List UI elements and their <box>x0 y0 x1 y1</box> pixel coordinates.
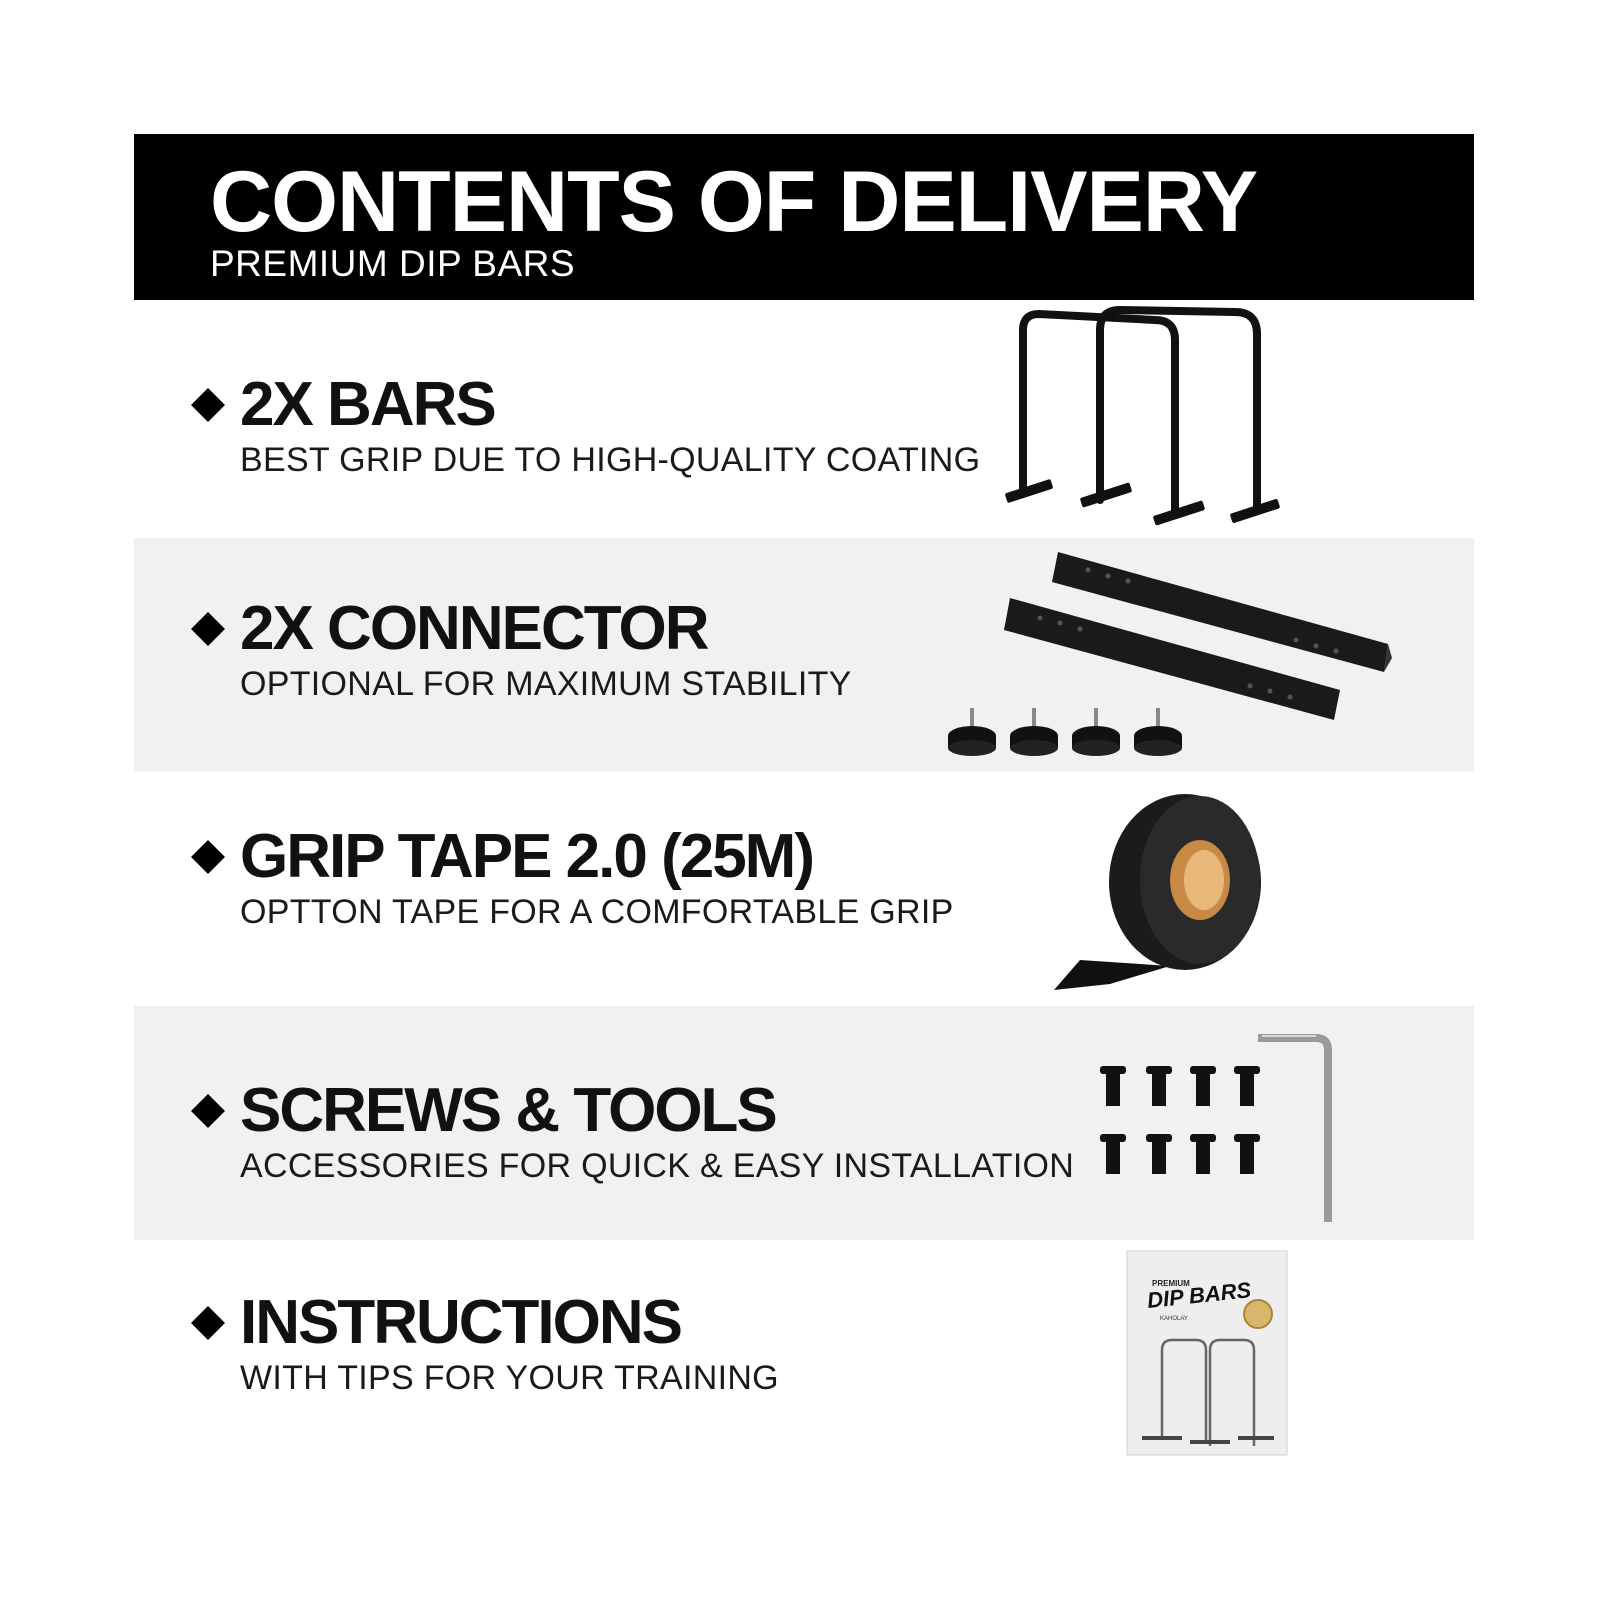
item-description: BEST GRIP DUE TO HIGH-QUALITY COATING <box>240 441 981 479</box>
diamond-bullet-icon <box>191 612 225 646</box>
instruction-manual-icon: PREMIUM DIP BARS KAHOLAY <box>1126 1250 1288 1456</box>
item-description: OPTIONAL FOR MAXIMUM STABILITY <box>240 665 852 703</box>
diamond-bullet-icon <box>191 840 225 874</box>
item-description: WITH TIPS FOR YOUR TRAINING <box>240 1359 779 1397</box>
item-row-instructions: INSTRUCTIONS WITH TIPS FOR YOUR TRAINING <box>134 1240 1474 1470</box>
header-banner: CONTENTS OF DELIVERY PREMIUM DIP BARS <box>134 134 1474 300</box>
manual-brand-label: KAHOLAY <box>1160 1316 1188 1322</box>
item-title: 2X CONNECTOR <box>190 594 852 664</box>
item-title: INSTRUCTIONS <box>190 1288 779 1358</box>
item-title: 2X BARS <box>190 370 980 440</box>
diamond-bullet-icon <box>191 388 225 422</box>
item-row-connector: 2X CONNECTOR OPTIONAL FOR MAXIMUM STABIL… <box>134 538 1474 772</box>
item-title: SCREWS & TOOLS <box>190 1076 1074 1146</box>
item-title: GRIP TAPE 2.0 (25M) <box>190 822 954 892</box>
item-row-screws-tools: SCREWS & TOOLS ACCESSORIES FOR QUICK & E… <box>134 1006 1474 1240</box>
manual-premium-label: PREMIUM <box>1152 1279 1190 1288</box>
page-title: CONTENTS OF DELIVERY <box>210 154 1258 250</box>
tape-roll-icon <box>1054 794 1261 990</box>
diamond-bullet-icon <box>191 1306 225 1340</box>
item-description: ACCESSORIES FOR QUICK & EASY INSTALLATIO… <box>240 1147 1075 1185</box>
connector-rails-icon <box>948 552 1392 756</box>
item-description: OPTTON TAPE FOR A COMFORTABLE GRIP <box>240 893 954 931</box>
item-row-bars: 2X BARS BEST GRIP DUE TO HIGH-QUALITY CO… <box>134 300 1474 538</box>
page-subtitle: PREMIUM DIP BARS <box>210 243 576 284</box>
screws-and-hex-key-icon <box>1100 1034 1332 1222</box>
diamond-bullet-icon <box>191 1094 225 1128</box>
item-row-grip-tape: GRIP TAPE 2.0 (25M) OPTTON TAPE FOR A CO… <box>134 772 1474 1006</box>
manual-medal-icon <box>1243 1299 1273 1329</box>
dip-bars-icon <box>1005 305 1280 526</box>
